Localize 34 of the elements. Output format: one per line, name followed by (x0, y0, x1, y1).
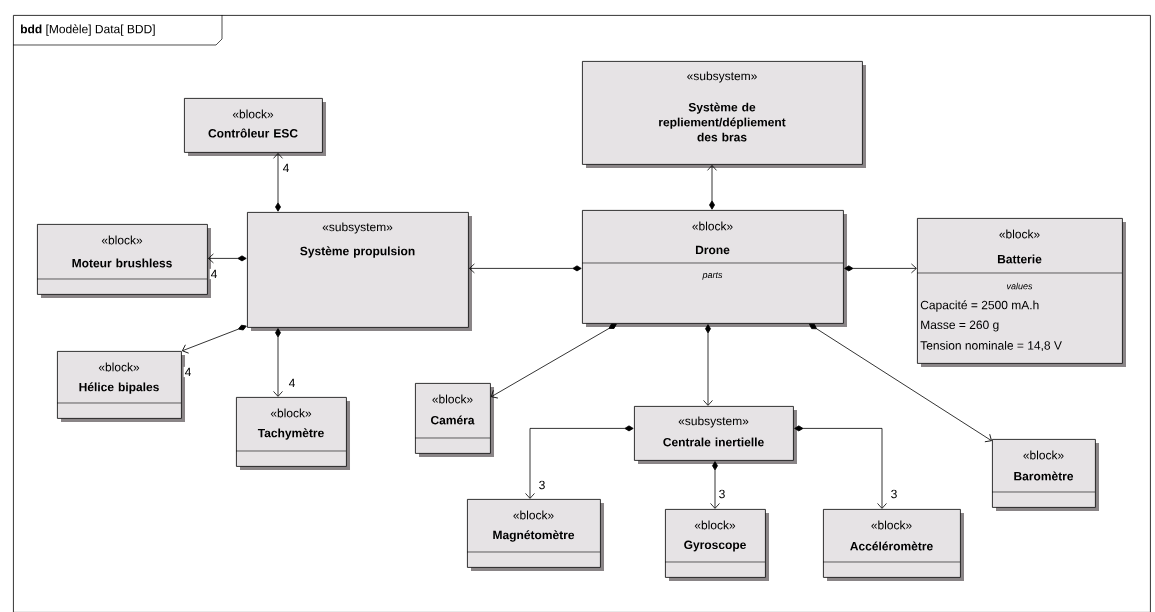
composition-arrow (710, 461, 720, 509)
block-box: «block» Caméra (414, 383, 494, 457)
composition-arrow (273, 328, 283, 397)
composition-arrow (844, 263, 917, 274)
composition-arrow (525, 425, 634, 499)
block-box: «block» Drone parts (581, 210, 847, 327)
composition-arrow (794, 425, 887, 509)
composition-arrow (707, 165, 717, 210)
block-box: «block» Accéléromètre (822, 509, 964, 581)
multiplicity-label: 4 (183, 366, 193, 378)
composition-arrow (490, 323, 617, 399)
block-box: «block» Baromètre (991, 439, 1099, 511)
composition-arrow (809, 323, 992, 443)
composition-arrow (703, 324, 713, 406)
composition-arrow (181, 324, 247, 354)
block-box: «block» Hélice bipales (56, 351, 185, 422)
block-box: «block» Contrôleur ESC (184, 98, 326, 156)
block-box: «subsystem» Système propulsion (247, 212, 472, 331)
multiplicity-label: 4 (287, 377, 297, 389)
block-box: «block» Magnétomètre (466, 499, 604, 571)
block-box: «subsystem» Centrale inertielle (634, 406, 797, 464)
multiplicity-label: 3 (717, 488, 727, 500)
multiplicity-label: 4 (209, 268, 219, 280)
multiplicity-label: 3 (537, 479, 547, 491)
composition-arrow (208, 253, 247, 264)
block-box: «subsystem» Système de repliement/dépliement des bras (582, 61, 866, 168)
composition-arrow (273, 153, 283, 212)
multiplicity-label: 4 (281, 162, 291, 174)
block-box: «block» Batterie values Capacité = 2500 mA.h Masse = 260 g Tension nominale = 14,8 V (916, 218, 1126, 367)
composition-arrow (469, 263, 582, 274)
block-box: «block» Gyroscope (664, 509, 769, 581)
block-box: «block» Moteur brushless (36, 224, 211, 298)
block-box: «block» Tachymètre (235, 397, 350, 470)
multiplicity-label: 3 (889, 488, 899, 500)
